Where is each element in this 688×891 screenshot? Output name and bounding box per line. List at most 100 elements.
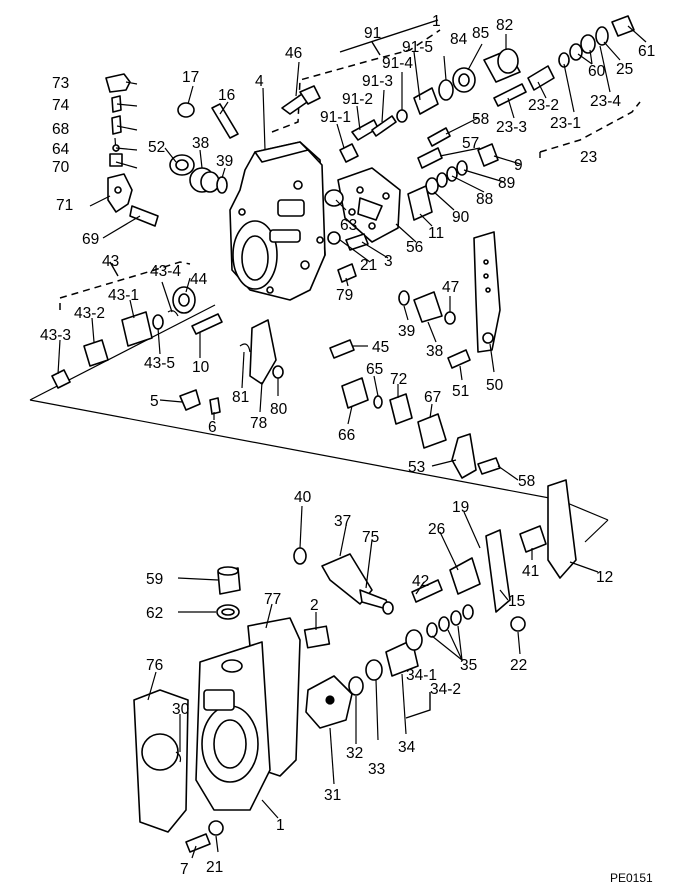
upper-parts	[105, 15, 635, 251]
callout: 34	[398, 739, 416, 756]
callout: 23-2	[528, 97, 559, 114]
callout: 2	[310, 597, 319, 614]
callout: 66	[338, 427, 355, 444]
callout: 45	[372, 339, 389, 356]
callout: 80	[270, 401, 288, 418]
callout: 91-1	[320, 109, 351, 126]
callout: 61	[638, 43, 655, 60]
callout: 5	[150, 393, 159, 410]
callout: 62	[146, 605, 163, 622]
bracket-91	[271, 19, 441, 133]
callout: 91-3	[362, 73, 393, 90]
callout: 74	[52, 97, 70, 114]
callout: 91-5	[402, 39, 433, 56]
callout: 34-2	[430, 681, 461, 698]
callout: 6	[208, 419, 217, 436]
callout: 47	[442, 279, 459, 296]
callout: 35	[460, 657, 477, 674]
callout: 85	[472, 25, 489, 42]
divider-lines	[29, 304, 609, 543]
callout: 42	[412, 573, 429, 590]
callout: 90	[452, 209, 470, 226]
callout: 26	[428, 521, 445, 538]
callout: 38	[426, 343, 443, 360]
callout: 11	[428, 225, 444, 242]
callout: 22	[510, 657, 527, 674]
callout: 15	[508, 593, 525, 610]
callout: 40	[294, 489, 312, 506]
callout: 58	[472, 111, 489, 128]
callout: 25	[616, 61, 633, 78]
callout: 79	[336, 287, 353, 304]
callouts: 91 1 46 91-5 84 85 82 17 16 4 91-3 91-4 …	[40, 13, 655, 878]
leader-lines	[57, 25, 647, 859]
callout: 91-4	[382, 55, 413, 72]
callout: 43-4	[150, 263, 181, 280]
callout: 67	[424, 389, 441, 406]
callout: 43-1	[108, 287, 139, 304]
callout: 23-1	[550, 115, 581, 132]
callout: 53	[408, 459, 425, 476]
mid-left-parts	[51, 286, 284, 415]
callout: 63	[340, 217, 357, 234]
callout: 81	[232, 389, 249, 406]
callout: 23-4	[590, 93, 621, 110]
callout: 52	[148, 139, 165, 156]
callout: 78	[250, 415, 267, 432]
callout: 91	[364, 25, 381, 42]
callout: 89	[498, 175, 515, 192]
callout: 56	[406, 239, 423, 256]
callout: 39	[398, 323, 415, 340]
callout: 23-3	[496, 119, 527, 136]
callout: 41	[522, 563, 539, 580]
callout: 76	[146, 657, 163, 674]
callout: 43-2	[74, 305, 105, 322]
callout: 68	[52, 121, 69, 138]
callout: 64	[52, 141, 70, 158]
callout: 57	[462, 135, 479, 152]
callout: 3	[384, 253, 393, 270]
callout: 72	[390, 371, 407, 388]
callout: 69	[82, 231, 99, 248]
callout: 4	[255, 73, 264, 90]
callout: 1	[432, 13, 441, 30]
callout: 19	[452, 499, 469, 516]
callout: 51	[452, 383, 469, 400]
callout: 73	[52, 75, 69, 92]
callout: 38	[192, 135, 209, 152]
callout: 43	[102, 253, 119, 270]
callout: 60	[588, 63, 606, 80]
callout: 59	[146, 571, 163, 588]
callout: 46	[285, 45, 302, 62]
callout: 75	[362, 529, 379, 546]
callout: 16	[218, 87, 235, 104]
callout: 82	[496, 17, 513, 34]
callout: 50	[486, 377, 504, 394]
callout: 17	[182, 69, 199, 86]
callout: 23	[580, 149, 597, 166]
callout: 65	[366, 361, 383, 378]
callout: 39	[216, 153, 233, 170]
callout: 33	[368, 761, 385, 778]
drawing-code: PE0151	[610, 871, 653, 885]
lower-parts	[133, 479, 577, 853]
callout: 10	[192, 359, 210, 376]
callout: 88	[476, 191, 493, 208]
callout: 1	[276, 817, 285, 834]
callout: 43-3	[40, 327, 71, 344]
callout: 43-5	[144, 355, 175, 372]
callout: 77	[264, 591, 281, 608]
callout: 91-2	[342, 91, 373, 108]
callout: 21	[206, 859, 223, 876]
bracket-23	[539, 101, 641, 158]
callout: 31	[324, 787, 341, 804]
callout: 84	[450, 31, 468, 48]
bracket-43	[59, 261, 191, 310]
callout: 58	[518, 473, 535, 490]
cover-plate	[337, 167, 401, 243]
callout: 30	[172, 701, 190, 718]
callout: 44	[190, 271, 208, 288]
callout: 70	[52, 159, 70, 176]
governor-housing	[229, 141, 326, 301]
